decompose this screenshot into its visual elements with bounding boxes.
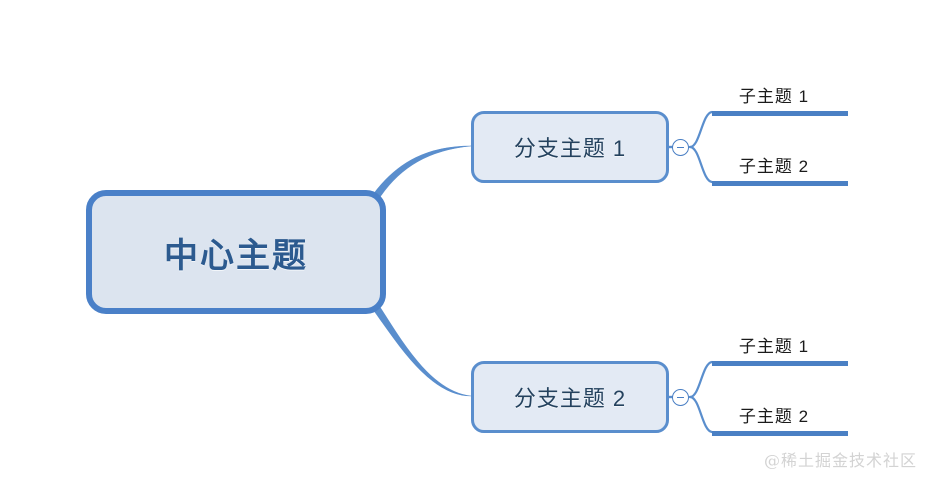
minus-circle-icon-branch-1[interactable] <box>672 139 689 156</box>
sub-topic-2-2-underline <box>712 431 848 436</box>
minus-glyph <box>677 396 684 399</box>
branch-node-2[interactable]: 分支主题 2 <box>471 361 669 433</box>
branch-node-2-label: 分支主题 2 <box>513 386 627 411</box>
sub-topic-1-1[interactable]: 子主题 1 <box>698 82 850 116</box>
sub-topic-1-1-label: 子主题 1 <box>738 87 810 106</box>
sub-topic-1-2[interactable]: 子主题 2 <box>698 152 850 186</box>
minus-circle-icon-branch-2[interactable] <box>672 389 689 406</box>
sub-topic-1-2-underline <box>712 181 848 186</box>
sub-topic-2-1-label: 子主题 1 <box>738 337 810 356</box>
branch-node-1[interactable]: 分支主题 1 <box>471 111 669 183</box>
sub-topic-2-2[interactable]: 子主题 2 <box>698 402 850 436</box>
connector-center-to-branch-1 <box>371 145 472 201</box>
central-node[interactable]: 中心主题 <box>86 190 386 314</box>
bracket-branch-2-upper <box>688 360 714 399</box>
minus-glyph <box>677 146 684 149</box>
central-node-label: 中心主题 <box>164 236 308 275</box>
sub-topic-1-1-underline <box>712 111 848 116</box>
watermark: @稀土掘金技术社区 <box>763 451 917 470</box>
branch-node-1-label: 分支主题 1 <box>513 136 627 161</box>
connector-center-to-branch-2 <box>371 303 472 397</box>
sub-topic-2-1-underline <box>712 361 848 366</box>
sub-topic-2-1[interactable]: 子主题 1 <box>698 332 850 366</box>
sub-topic-1-2-label: 子主题 2 <box>738 157 810 176</box>
bracket-branch-1-upper <box>688 110 714 149</box>
sub-topic-2-2-label: 子主题 2 <box>738 407 810 426</box>
